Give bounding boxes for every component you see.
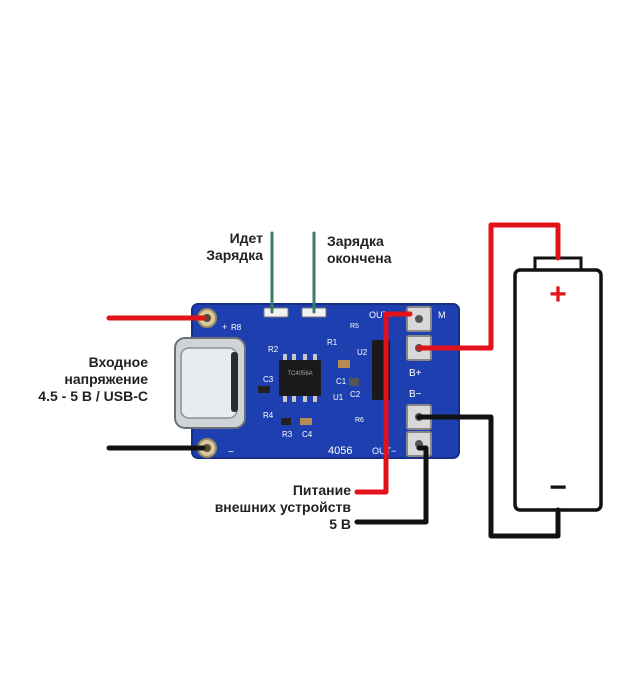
pad-hole xyxy=(415,315,423,323)
battery-plus-sign: + xyxy=(549,278,567,311)
silk-r2: R2 xyxy=(268,345,279,354)
silk-r4: R4 xyxy=(263,411,274,420)
label-charging-line2: Зарядка xyxy=(206,247,263,263)
label-done-line2: окончена xyxy=(327,250,392,266)
wire-battery-minus xyxy=(416,414,561,539)
silk-c2: C2 xyxy=(350,390,361,399)
capacitor-c4 xyxy=(300,418,312,425)
wire-output-plus xyxy=(354,311,413,495)
label-output-line3: 5 В xyxy=(329,516,351,532)
capacitor-c2 xyxy=(349,378,359,386)
battery: + − xyxy=(513,256,603,512)
silk-c3: C3 xyxy=(263,375,274,384)
silk-b-plus: B+ xyxy=(409,368,422,379)
silk-model: 4056 xyxy=(328,445,352,457)
silk-m: M xyxy=(438,310,446,320)
ic-tc4056 xyxy=(279,360,321,396)
led-charging xyxy=(263,307,289,318)
resistor-r3 xyxy=(281,418,291,425)
silk-r5: R5 xyxy=(350,323,359,330)
label-output: Питание внешних устройств 5 В xyxy=(215,482,351,533)
label-output-line2: внешних устройств xyxy=(214,499,351,515)
label-input-line2: напряжение xyxy=(64,371,148,387)
silk-c4: C4 xyxy=(302,430,313,439)
label-input-voltage: Входное напряжение 4.5 - 5 В / USB-C xyxy=(38,354,148,405)
pad-hole xyxy=(203,314,211,322)
silk-in-minus: − xyxy=(228,447,234,458)
silk-r8: R8 xyxy=(231,323,242,332)
label-charge-done: Зарядка окончена xyxy=(327,233,392,267)
pad-hole xyxy=(203,444,211,452)
silk-u2: U2 xyxy=(357,348,368,357)
capacitor-c1 xyxy=(338,360,350,368)
label-input-line3: 4.5 - 5 В / USB-C xyxy=(38,388,148,404)
usb-c-shell xyxy=(180,347,238,419)
silk-r1: R1 xyxy=(327,338,338,347)
label-charging: Идет Зарядка xyxy=(206,230,263,264)
ic-marking: TC4056A xyxy=(287,371,312,377)
silk-r6: R6 xyxy=(355,417,364,424)
silk-in-plus: + xyxy=(222,322,227,332)
ic-pins xyxy=(283,354,317,402)
label-input-line1: Входное xyxy=(88,354,148,370)
resistor xyxy=(258,386,270,393)
battery-minus-sign: − xyxy=(549,471,567,504)
silk-c1: C1 xyxy=(336,377,347,386)
silk-u1: U1 xyxy=(333,393,344,402)
silk-b-minus: B− xyxy=(409,389,422,400)
label-charging-line1: Идет xyxy=(229,230,263,246)
usb-c-port xyxy=(231,352,238,412)
charger-board: TC4056A R8 + R2 R1 C1 C2 C3 R4 R3 C4 U1 … xyxy=(174,303,460,459)
label-output-line1: Питание xyxy=(292,482,351,498)
label-done-line1: Зарядка xyxy=(327,233,384,249)
wire-output-minus xyxy=(354,445,429,525)
wire-battery-plus xyxy=(416,222,561,351)
silk-r3: R3 xyxy=(282,430,293,439)
wires xyxy=(106,222,561,539)
silk-out-plus: OUT+ xyxy=(369,310,393,320)
